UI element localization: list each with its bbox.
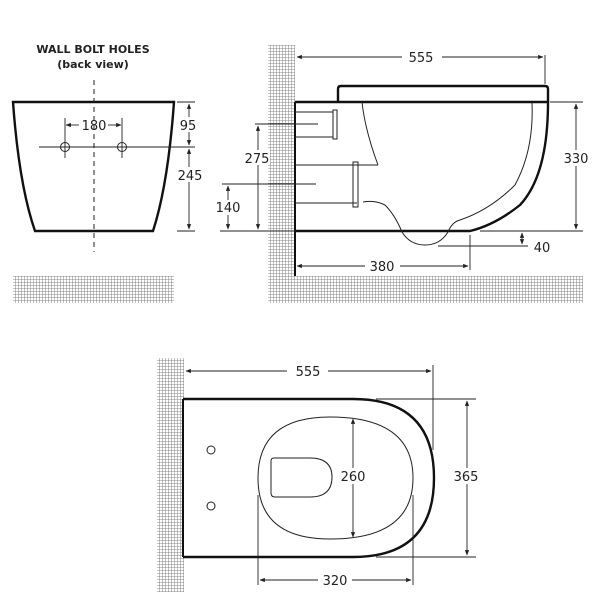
bolt-hole-icon bbox=[206, 501, 216, 511]
dim-top-to-bolts: 95 bbox=[180, 119, 197, 134]
seat-lid bbox=[336, 84, 550, 102]
dim-side-length: 555 bbox=[409, 51, 434, 66]
dim-seat-opening-length: 320 bbox=[323, 574, 348, 589]
back-view-subtitle: (back view) bbox=[57, 58, 129, 71]
back-view-outline bbox=[11, 100, 176, 233]
top-outline bbox=[183, 397, 436, 559]
dim-inlet-height: 140 bbox=[216, 201, 241, 216]
bowl-outline bbox=[295, 100, 550, 233]
floor-hatch bbox=[268, 276, 583, 303]
dim-pipe-height: 275 bbox=[245, 152, 270, 167]
dim-bolt-spacing: 180 bbox=[82, 119, 107, 134]
floor-hatch bbox=[13, 276, 174, 303]
seat-opening bbox=[257, 416, 414, 540]
wall-hatch bbox=[157, 358, 184, 592]
dim-outlet-drop: 40 bbox=[534, 241, 551, 256]
top-view: 555 365 260 320 bbox=[157, 358, 482, 592]
dim-top-width: 365 bbox=[454, 470, 479, 485]
dim-seat-opening-width: 260 bbox=[341, 470, 366, 485]
dim-side-height: 330 bbox=[564, 152, 589, 167]
back-view-title: WALL BOLT HOLES bbox=[36, 43, 149, 56]
back-view: WALL BOLT HOLES (back view) 180 95 245 bbox=[11, 43, 203, 303]
side-view: 555 330 275 140 40 380 bbox=[215, 45, 590, 303]
dim-outlet-projection: 380 bbox=[370, 260, 395, 275]
dim-top-length: 555 bbox=[296, 365, 321, 380]
bolt-hole-icon bbox=[206, 445, 216, 455]
dim-bolts-to-bottom: 245 bbox=[178, 169, 203, 184]
wall-hatch bbox=[268, 45, 295, 303]
